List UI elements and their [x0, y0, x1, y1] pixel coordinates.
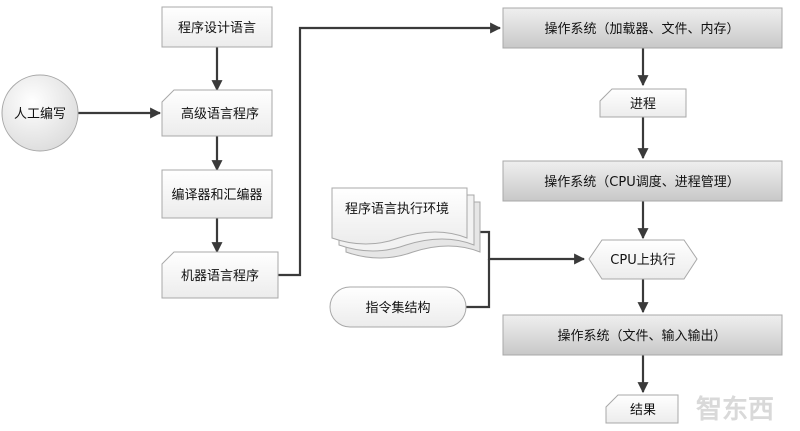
- node-os-files-io: 操作系统（文件、输入输出）: [502, 314, 783, 356]
- node-programming-language-label: 程序设计语言: [178, 21, 256, 36]
- node-result-label: 结果: [630, 403, 656, 418]
- node-manual-writing: 人工编写: [1, 74, 79, 152]
- edge-runtime-to-cpu-exec: [470, 230, 586, 265]
- node-os-files-io-label: 操作系统（文件、输入输出）: [557, 328, 726, 344]
- node-os-cpu-scheduling: 操作系统（CPU调度、进程管理）: [502, 160, 783, 202]
- node-process-label: 进程: [630, 97, 656, 112]
- node-runtime-environment: 程序语言执行环境: [331, 187, 481, 259]
- node-high-level-program: 高级语言程序: [161, 89, 273, 137]
- node-manual-writing-label: 人工编写: [14, 107, 66, 122]
- node-instruction-set-label: 指令集结构: [365, 300, 430, 316]
- node-os-loader-files-memory: 操作系统（加载器、文件、内存）: [502, 7, 783, 49]
- node-os-loader-files-memory-label: 操作系统（加载器、文件、内存）: [544, 21, 739, 37]
- node-process: 进程: [599, 88, 687, 118]
- node-os-cpu-scheduling-label: 操作系统（CPU调度、进程管理）: [544, 174, 739, 190]
- node-machine-language-program-label: 机器语言程序: [181, 269, 259, 284]
- node-machine-language-program: 机器语言程序: [161, 251, 279, 299]
- watermark: 智东西: [696, 394, 774, 425]
- edges: [78, 22, 649, 394]
- node-cpu-execution-label: CPU上执行: [610, 253, 675, 268]
- node-compiler-assembler: 编译器和汇编器: [161, 169, 273, 219]
- node-compiler-assembler-label: 编译器和汇编器: [171, 188, 262, 203]
- node-programming-language: 程序设计语言: [161, 6, 273, 48]
- node-cpu-execution: CPU上执行: [588, 239, 698, 280]
- node-result: 结果: [605, 394, 679, 424]
- edge-machine-to-os-loader: [278, 22, 502, 277]
- node-instruction-set: 指令集结构: [329, 286, 467, 328]
- edge-instruction-to-cpu-exec: [466, 259, 491, 309]
- node-high-level-program-label: 高级语言程序: [181, 106, 259, 122]
- node-runtime-environment-label: 程序语言执行环境: [345, 202, 449, 217]
